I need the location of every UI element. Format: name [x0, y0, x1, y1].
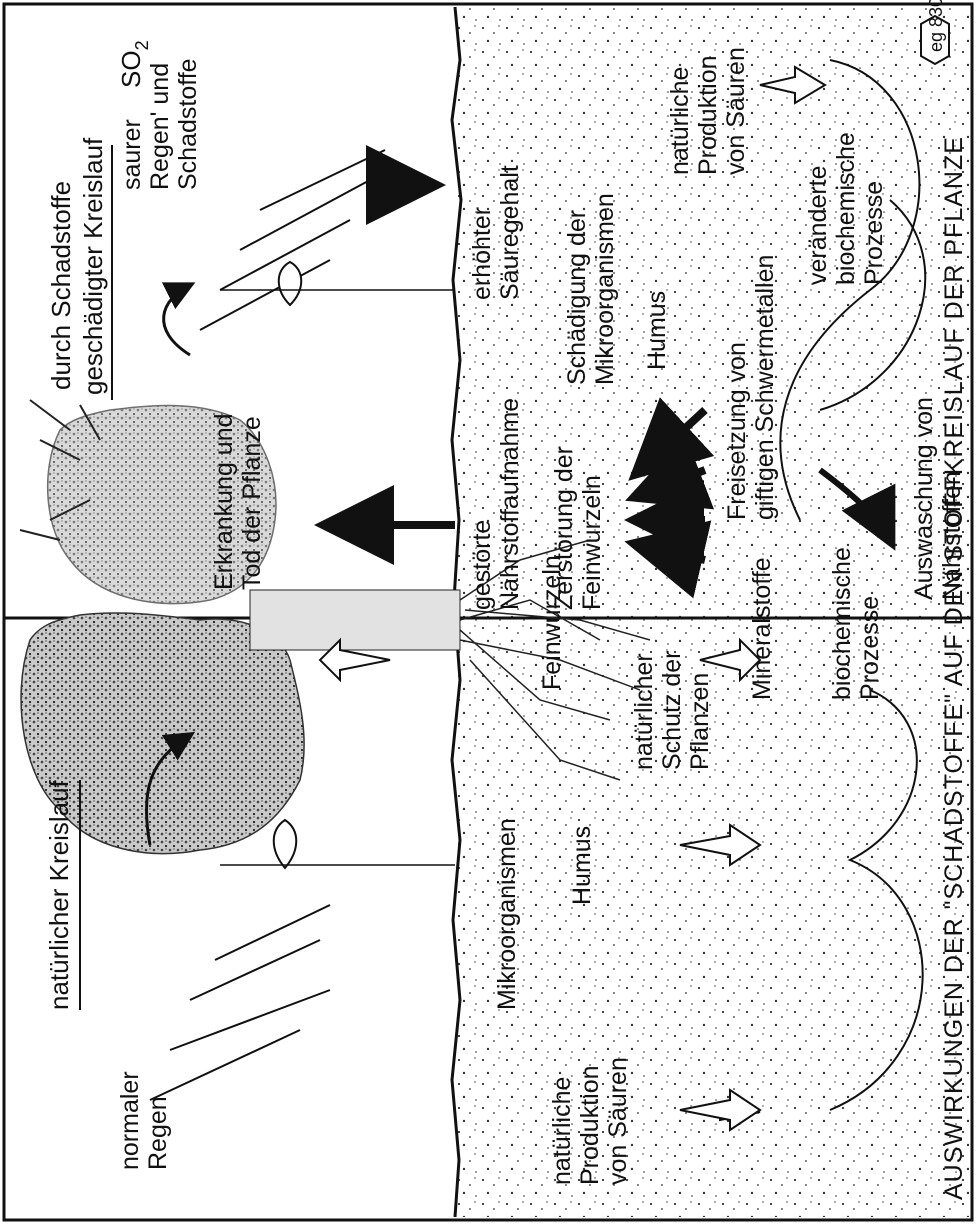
humus-label-damaged: Humus — [643, 291, 671, 370]
logo-text: eg 8306 — [926, 0, 946, 52]
natural-rain — [150, 905, 330, 1100]
damaged-heading-1: durch Schadstoffe — [46, 181, 76, 390]
natural-acids-label: natürliche Produktion von Säuren — [548, 1057, 632, 1185]
damaged-acids-label: natürliche Produktion von Säuren — [666, 47, 750, 175]
leaf-icon-natural — [274, 820, 297, 868]
damaged-heading-2: geschädigter Kreislauf — [78, 137, 108, 395]
minerals-label: Mineralstoffe — [748, 557, 776, 700]
page-title: AUSWIRKUNGEN DER "SCHADSTOFFE" AUF DEN S… — [940, 136, 968, 1200]
tree-trunk — [250, 590, 460, 650]
natural-heading: natürlicher Kreislauf — [44, 779, 74, 1010]
illness-label: Erkrankung und Tod der Pflanze — [210, 407, 266, 590]
leaf-icon-damaged — [279, 262, 302, 305]
publisher-logo: eg 8306 — [921, 0, 949, 64]
arrow-to-damaged-crown — [164, 285, 190, 355]
humus-label-natural: Humus — [568, 826, 596, 905]
normal-rain-label: normaler Regen — [116, 1064, 172, 1170]
microdmg-label: Schädigung der Mikroorganismen — [563, 193, 619, 385]
micro-label: Mikroorganismen — [493, 818, 521, 1010]
